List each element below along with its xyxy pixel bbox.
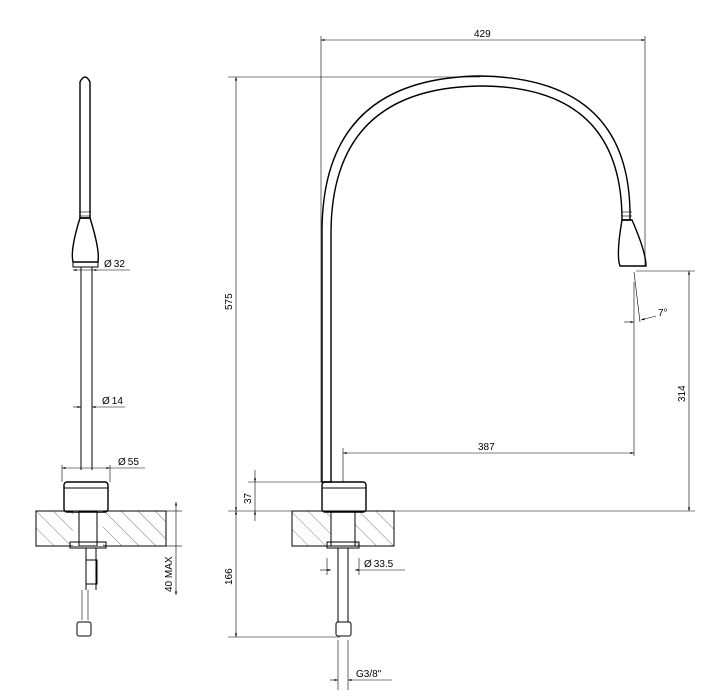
front-gooseneck <box>321 75 631 483</box>
dim-angle: 7° <box>658 308 668 319</box>
diameter-symbol-55: Ø <box>118 457 126 468</box>
front-view: 429 575 314 387 7° 37 166 <box>224 29 695 690</box>
side-base <box>63 481 109 513</box>
dim-handle-diameter: 32 <box>114 259 126 270</box>
dim-below-deck: 166 <box>224 568 235 585</box>
front-base <box>321 481 367 513</box>
diameter-symbol-335: Ø <box>364 559 372 570</box>
dim-spout-reach: 387 <box>478 442 495 453</box>
dim-spout-height: 314 <box>677 385 688 402</box>
dim-base-diameter: 55 <box>128 457 140 468</box>
dim-base-height: 37 <box>243 492 254 504</box>
diameter-symbol-14: Ø <box>102 396 110 407</box>
dim-deck-thickness: 40 MAX <box>164 556 175 592</box>
svg-text:Ø32: Ø32 <box>104 259 125 270</box>
dim-connection: G3/8" <box>356 669 382 680</box>
dim-total-height: 575 <box>224 293 235 310</box>
svg-text:Ø55: Ø55 <box>118 457 139 468</box>
diameter-symbol-32: Ø <box>104 259 112 270</box>
side-handle <box>71 217 100 263</box>
svg-text:Ø14: Ø14 <box>102 396 123 407</box>
dim-shank-diameter: 33.5 <box>374 559 394 570</box>
dim-body-diameter: 14 <box>112 396 124 407</box>
front-spout-head <box>617 219 647 267</box>
svg-text:Ø33.5: Ø33.5 <box>364 559 394 570</box>
side-spout-tube <box>79 76 91 219</box>
dim-total-width: 429 <box>474 29 491 40</box>
